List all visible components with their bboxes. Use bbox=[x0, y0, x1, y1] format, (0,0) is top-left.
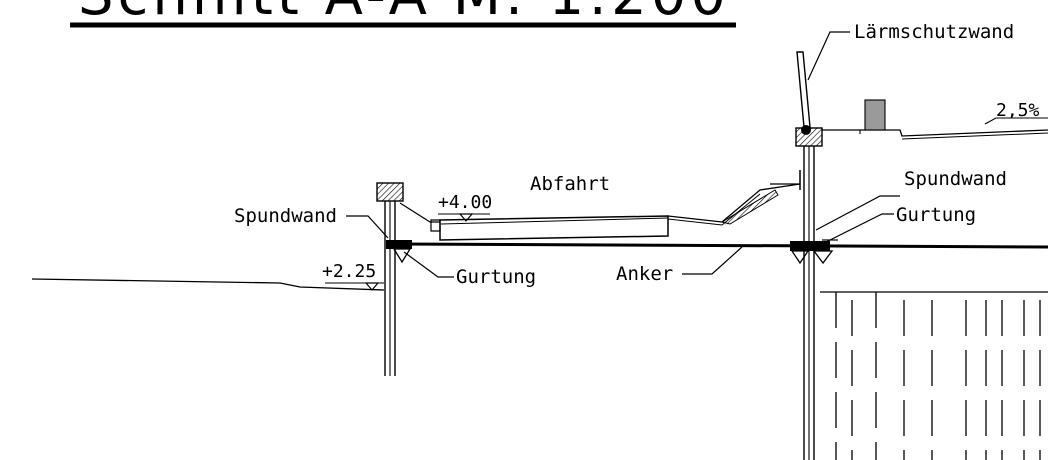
elevation-label-400: +4.00 bbox=[438, 192, 492, 213]
sheet-pile-wall-left bbox=[376, 182, 404, 376]
ground-line-left bbox=[31, 278, 385, 291]
laermschutzwand-label: Lärmschutzwand bbox=[854, 21, 1014, 43]
spundwand-left-leader bbox=[346, 215, 389, 239]
abfahrt-label: Abfahrt bbox=[530, 173, 610, 195]
gurtung-left-leader bbox=[403, 251, 454, 278]
spundwand-right-leader bbox=[815, 195, 900, 231]
tie-rod bbox=[395, 242, 1048, 249]
pile-grid bbox=[820, 291, 1048, 460]
anker-leader bbox=[682, 246, 743, 275]
gurtung-left-label: Gurtung bbox=[456, 266, 536, 288]
sheet-pile-wall-right bbox=[795, 127, 823, 460]
spundwand-left-label: Spundwand bbox=[234, 205, 337, 227]
gurtung-right-leader bbox=[825, 213, 894, 243]
elevation-label-225: +2.25 bbox=[322, 261, 376, 282]
slope-leader bbox=[984, 117, 1048, 125]
barrier-block bbox=[864, 99, 886, 131]
upper-deck-right bbox=[822, 99, 1048, 140]
ramp-structure bbox=[399, 170, 801, 241]
gurtung-right-label: Gurtung bbox=[896, 204, 976, 226]
laermschutzwand-leader bbox=[807, 31, 850, 81]
noise-barrier bbox=[796, 51, 811, 135]
slope-label: 2,5% bbox=[996, 100, 1040, 121]
spundwand-right-label: Spundwand bbox=[904, 168, 1007, 190]
anker-label: Anker bbox=[616, 263, 673, 285]
